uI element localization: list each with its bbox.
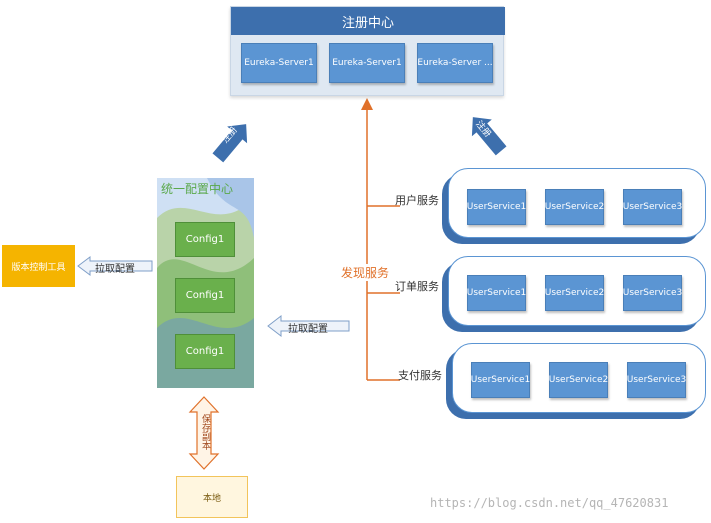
eureka-server-1: Eureka-Server1 xyxy=(241,43,317,83)
user-service-2: UserService2 xyxy=(545,189,604,225)
version-control-tool: 版本控制工具 xyxy=(2,245,75,287)
registry-title: 注册中心 xyxy=(231,7,505,35)
pull-config-label-left: 拉取配置 xyxy=(95,264,135,275)
config-center: 统一配置中心 Config1 Config1 Config1 xyxy=(157,178,254,388)
register-arrow-right xyxy=(471,117,507,156)
pull-config-label-right: 拉取配置 xyxy=(288,324,328,335)
pay-service-3: UserService3 xyxy=(627,362,686,398)
service-group-pay-label: 支付服务 xyxy=(398,369,442,382)
pull-config-arrow-left xyxy=(77,256,153,276)
save-copy-arrow xyxy=(188,396,220,470)
watermark: https://blog.csdn.net/qq_47620831 xyxy=(430,496,669,510)
config-center-title: 统一配置中心 xyxy=(161,182,234,196)
register-arrow-left xyxy=(212,124,248,163)
service-group-pay: UserService1 UserService2 UserService3 xyxy=(452,343,706,413)
order-service-2: UserService2 xyxy=(545,275,604,311)
user-service-3: UserService3 xyxy=(623,189,682,225)
eureka-server-3: Eureka-Server ... xyxy=(417,43,493,83)
user-service-1: UserService1 xyxy=(467,189,526,225)
service-group-order-label: 订单服务 xyxy=(395,280,439,293)
order-service-3: UserService3 xyxy=(623,275,682,311)
local-storage: 本地 xyxy=(176,476,248,518)
service-group-user-label: 用户服务 xyxy=(395,194,439,207)
service-group-order: UserService1 UserService2 UserService3 xyxy=(448,256,706,326)
pull-config-arrow-right xyxy=(267,314,350,338)
service-group-user: UserService1 UserService2 UserService3 xyxy=(448,168,706,238)
pay-service-1: UserService1 xyxy=(471,362,530,398)
registry-center: 注册中心 Eureka-Server1 Eureka-Server1 Eurek… xyxy=(230,6,505,96)
discovery-label: 发现服务 xyxy=(340,264,391,281)
config-item-2: Config1 xyxy=(175,278,235,313)
pay-service-2: UserService2 xyxy=(549,362,608,398)
config-item-1: Config1 xyxy=(175,222,235,257)
save-copy-label: 保存副本 xyxy=(200,414,210,450)
order-service-1: UserService1 xyxy=(467,275,526,311)
eureka-server-2: Eureka-Server1 xyxy=(329,43,405,83)
config-item-3: Config1 xyxy=(175,334,235,369)
